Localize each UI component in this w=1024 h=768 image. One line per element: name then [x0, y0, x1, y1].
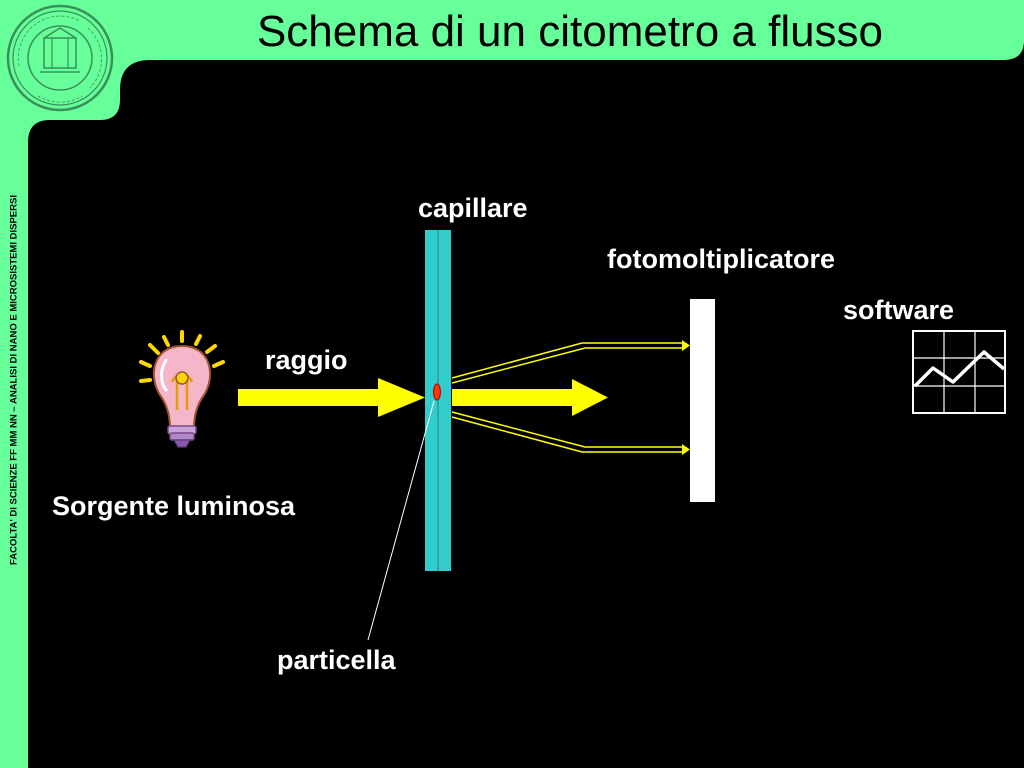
label-capillare: capillare	[418, 193, 528, 223]
particle	[433, 383, 441, 401]
label-software: software	[843, 295, 955, 325]
university-seal-icon	[6, 4, 114, 112]
particle-pointer-line	[367, 400, 435, 641]
software-graph-icon	[912, 330, 1006, 414]
lightbulb-icon	[139, 330, 225, 448]
label-fotomoltiplicatore: fotomoltiplicatore	[607, 244, 835, 274]
label-particella: particella	[277, 645, 396, 675]
slide-title: Schema di un citometro a flusso	[256, 7, 884, 56]
beam-arrow-transmitted	[452, 379, 608, 416]
label-raggio: raggio	[265, 345, 348, 375]
scattered-ray-lower	[451, 411, 690, 455]
frame-bottom-edge	[0, 745, 28, 768]
photomultiplier-detector	[690, 299, 715, 502]
beam-arrow-incoming	[238, 378, 425, 417]
scattered-ray-upper	[451, 340, 690, 384]
label-sorgente-luminosa: Sorgente luminosa	[52, 491, 296, 521]
